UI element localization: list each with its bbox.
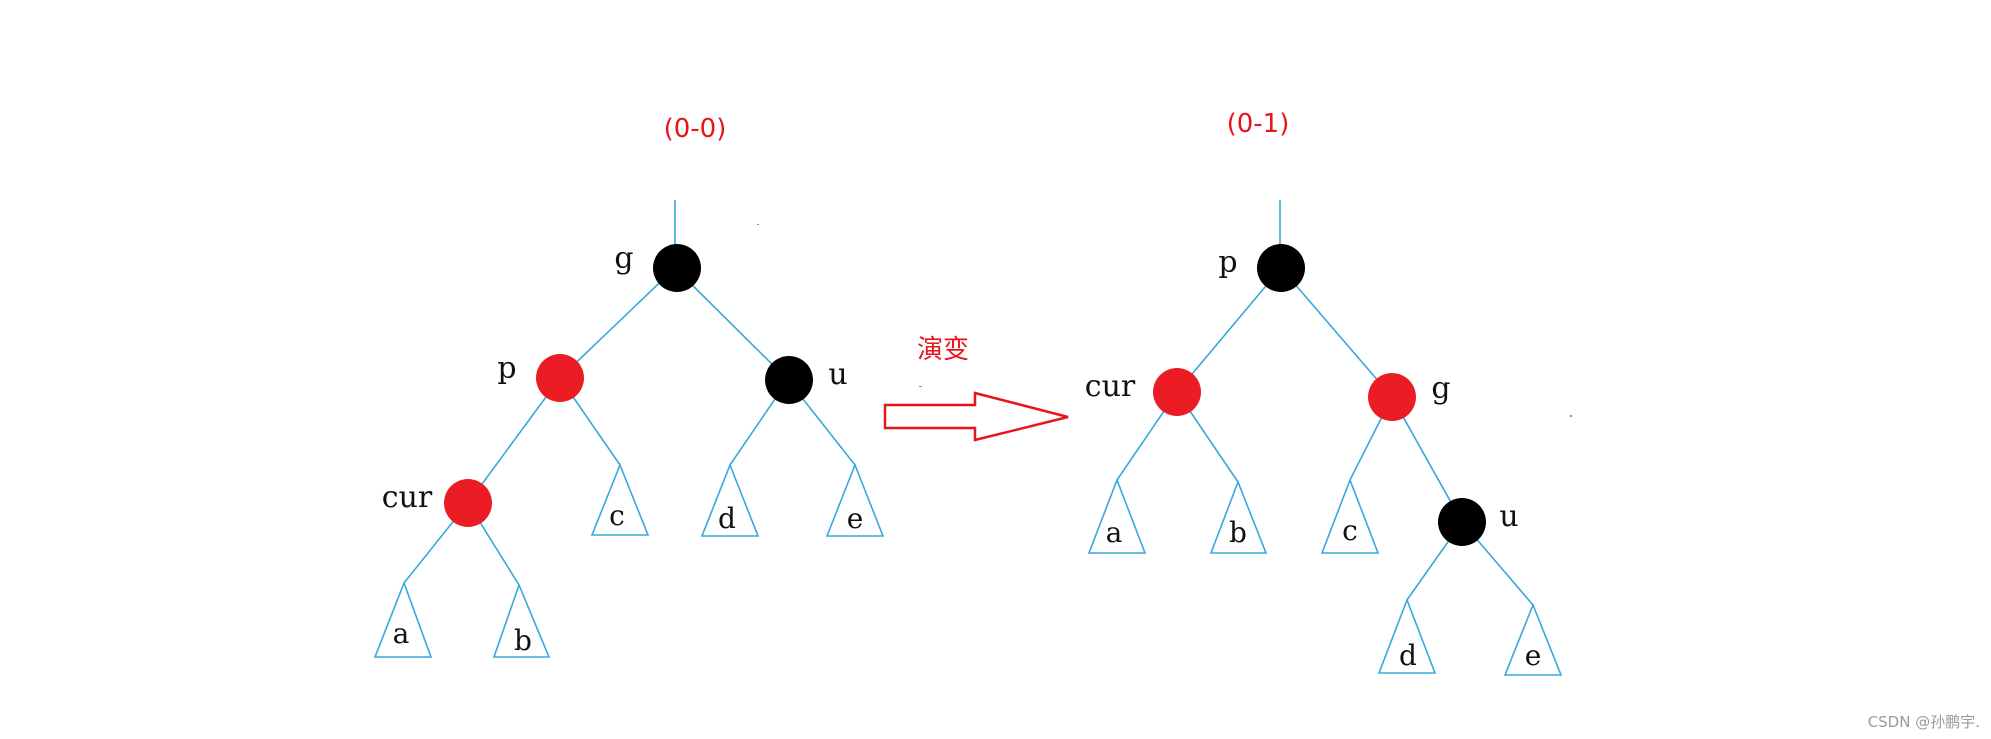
hollow-right-arrow-icon — [883, 391, 1069, 442]
left-node-u: u — [765, 356, 848, 404]
transition-label: 演变 — [917, 335, 969, 365]
subtree-label: a — [1106, 516, 1123, 549]
left-subtree-d: d — [700, 462, 760, 537]
subtree-label: b — [1229, 516, 1247, 549]
right-subtree-b: b — [1209, 479, 1268, 554]
left-subtree-c: c — [590, 462, 650, 536]
edge-p-cur — [467, 377, 561, 504]
subtree-triangle — [492, 582, 551, 658]
node-circle — [1368, 373, 1416, 421]
subtree-triangle — [1377, 597, 1437, 674]
watermark: CSDN @孙鹏宇. — [1868, 713, 1980, 731]
node-circle — [1257, 244, 1305, 292]
subtree-label: e — [847, 502, 864, 535]
node-circle — [1438, 498, 1486, 546]
stray-dot — [919, 386, 922, 387]
node-circle — [536, 354, 584, 402]
edge-g-p — [559, 267, 676, 379]
subtree-label: e — [1525, 639, 1542, 672]
subtree-triangle — [825, 462, 885, 537]
right-subtree-d: d — [1377, 597, 1437, 674]
right-tree: (0-1) a b c d — [1085, 109, 1563, 676]
subtree-triangle — [590, 462, 650, 536]
right-node-g: g — [1368, 371, 1451, 421]
node-label: p — [497, 351, 516, 386]
left-node-g: g — [614, 241, 701, 292]
node-label: cur — [1085, 369, 1136, 404]
left-subtree-a: a — [373, 580, 433, 658]
node-label: cur — [382, 480, 433, 515]
stray-dot — [757, 224, 759, 225]
left-subtree-b: b — [492, 582, 551, 658]
stray-dots — [757, 224, 1572, 417]
subtree-triangle — [700, 462, 760, 537]
stray-dot — [1570, 415, 1572, 417]
edge-g-u — [674, 267, 789, 381]
subtree-label: d — [1399, 639, 1417, 672]
subtree-triangle — [1320, 477, 1380, 554]
right-node-p: p — [1218, 244, 1305, 292]
right-node-cur: cur — [1085, 368, 1201, 416]
node-label: u — [828, 357, 847, 392]
node-label: g — [1431, 371, 1450, 406]
right-subtree-a: a — [1087, 477, 1147, 554]
left-subtree-e: e — [825, 462, 885, 537]
left-node-cur: cur — [382, 479, 492, 527]
node-label: p — [1218, 245, 1237, 280]
node-circle — [1153, 368, 1201, 416]
right-tree-caption: (0-1) — [1227, 109, 1290, 139]
node-circle — [444, 479, 492, 527]
edge-p-g — [1280, 267, 1393, 398]
subtree-triangle — [1209, 479, 1268, 554]
edge-p-cur — [1176, 267, 1282, 393]
left-node-p: p — [497, 351, 584, 402]
right-subtree-c: c — [1320, 477, 1380, 554]
subtree-label: b — [514, 624, 532, 657]
left-tree-caption: (0-0) — [664, 114, 727, 144]
subtree-label: c — [1342, 514, 1358, 547]
right-node-u: u — [1438, 498, 1519, 546]
subtree-triangle — [1503, 602, 1563, 676]
node-circle — [653, 244, 701, 292]
node-label: g — [614, 241, 633, 276]
subtree-label: d — [718, 502, 736, 535]
transition: 演变 — [883, 335, 1069, 442]
subtree-label: c — [609, 499, 625, 532]
subtree-triangle — [1087, 477, 1147, 554]
node-label: u — [1499, 499, 1518, 534]
node-circle — [765, 356, 813, 404]
right-subtree-e: e — [1503, 602, 1563, 676]
subtree-label: a — [393, 617, 410, 650]
left-tree: (0-0) a b c d — [373, 114, 885, 658]
subtree-triangle — [373, 580, 433, 658]
